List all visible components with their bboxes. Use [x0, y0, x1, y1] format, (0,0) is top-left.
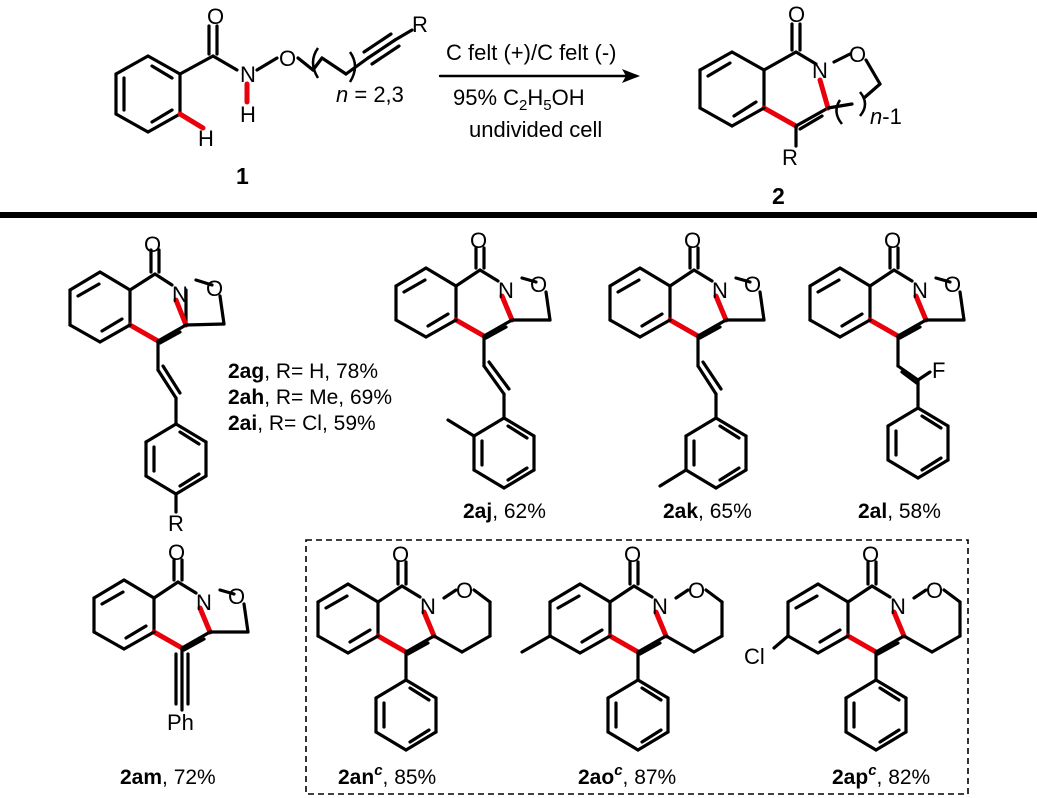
hydroxylamine-o-label: O — [279, 46, 296, 71]
product-ring-size: n-1 — [870, 104, 902, 129]
atom-o: O — [624, 542, 641, 567]
atom-n: N — [912, 278, 928, 303]
caption-2aj: 2aj, 62% — [463, 500, 546, 523]
compound-2ag-structure: O N O R — [68, 232, 226, 536]
caption-2al: 2al, 58% — [858, 500, 941, 523]
aryl-h-label: H — [198, 126, 214, 151]
condition-electrodes: C felt (+)/C felt (-) — [446, 40, 617, 65]
atom-o: O — [470, 228, 487, 253]
atom-n: N — [172, 282, 188, 307]
atom-o: O — [392, 542, 409, 567]
alkyne-r-label: R — [412, 12, 428, 37]
caption-2am: 2am, 72% — [120, 766, 216, 789]
atom-o: O — [926, 578, 943, 603]
atom-o: O — [144, 232, 161, 257]
atom-o: O — [456, 578, 473, 603]
caption-2an: 2anc, 85% — [338, 762, 436, 789]
atom-o: O — [688, 578, 705, 603]
compound-1-number: 1 — [236, 163, 249, 189]
atom-cl: Cl — [744, 644, 765, 669]
substrate-1: O N O H H R n = 2,3 1 — [114, 4, 428, 189]
section-divider — [0, 212, 1037, 218]
caption-2ak: 2ak, 65% — [663, 500, 752, 523]
caption-2ao: 2aoc, 87% — [578, 762, 676, 789]
caption-2ag: 2ag, R= H, 78% — [228, 360, 378, 383]
carbonyl-o-label: O — [207, 4, 224, 29]
condition-cell: undivided cell — [469, 117, 602, 142]
product-2: O N O R n-1 2 — [698, 2, 902, 209]
caption-2ai: 2ai, R= Cl, 59% — [228, 412, 376, 435]
product-r: R — [782, 145, 798, 170]
compound-2ak-structure: O N O — [608, 228, 766, 490]
caption-2ap: 2apc, 82% — [832, 762, 930, 789]
atom-o: O — [530, 272, 547, 297]
compound-2ap-structure: O N O Cl — [744, 542, 962, 752]
atom-o: O — [862, 542, 879, 567]
atom-n: N — [498, 278, 514, 303]
compound-2aj-structure: O N O — [394, 228, 552, 490]
n-h-label: H — [240, 102, 256, 127]
condition-solvent: 95% C2H5OH — [453, 85, 585, 114]
atom-n: N — [890, 594, 906, 619]
atom-ph: Ph — [167, 710, 194, 735]
atom-n: N — [420, 594, 436, 619]
atom-o: O — [228, 584, 245, 609]
atom-o: O — [684, 228, 701, 253]
caption-2ah: 2ah, R= Me, 69% — [228, 386, 392, 409]
dashed-group-box — [305, 539, 969, 795]
atom-n: N — [196, 590, 212, 615]
atom-n: N — [712, 278, 728, 303]
compound-2am-structure: O N O Ph — [92, 540, 250, 735]
atom-n: N — [652, 594, 668, 619]
compound-2al-structure: O N O F — [808, 228, 966, 480]
atom-f: F — [932, 358, 945, 383]
atom-o: O — [944, 272, 961, 297]
atom-o: O — [168, 540, 185, 565]
amide-n-label: N — [240, 62, 256, 87]
product-carbonyl-o: O — [788, 2, 805, 27]
compound-2an-structure: O N O — [316, 542, 492, 752]
compound-2ao-structure: O N O — [520, 542, 724, 752]
atom-r: R — [168, 511, 184, 536]
atom-o: O — [744, 272, 761, 297]
n-range-label: n = 2,3 — [336, 82, 404, 107]
atom-o: O — [206, 276, 223, 301]
product-o: O — [849, 42, 866, 67]
atom-o: O — [884, 228, 901, 253]
compound-2-number: 2 — [772, 183, 785, 209]
reaction-arrow — [438, 69, 640, 83]
product-n: N — [812, 58, 828, 83]
